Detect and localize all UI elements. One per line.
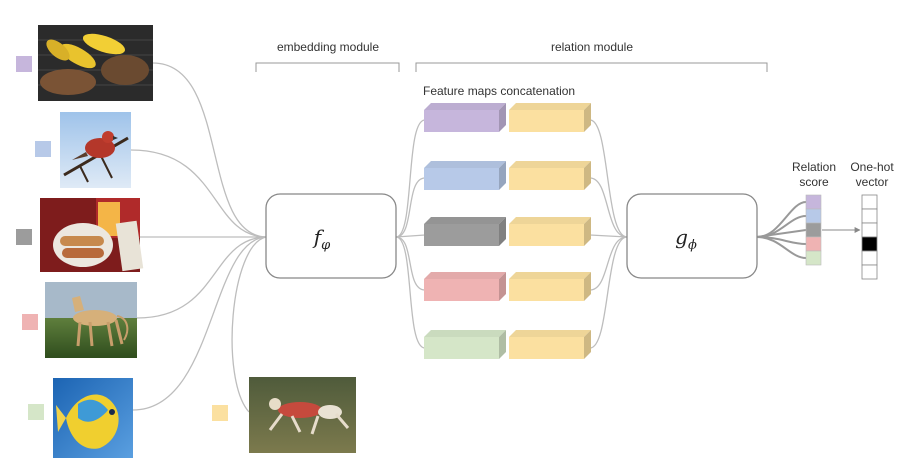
onehot-cell-4 [861, 236, 878, 252]
relation-module-label: relation module [550, 40, 634, 54]
swatch-1 [16, 56, 32, 72]
embedding-module-label: embedding module [276, 40, 380, 54]
relation-score-label-line1: Relation [791, 160, 837, 174]
relation-score-cell-3 [805, 222, 822, 238]
support-feature-block-1 [424, 103, 506, 132]
class-swatches [16, 56, 228, 421]
swatch-3 [16, 229, 32, 245]
swatch-5 [28, 404, 44, 420]
support-feature-block-2 [424, 161, 506, 190]
query-feature-block-3 [509, 217, 591, 246]
support-feature-block-5 [424, 330, 506, 359]
onehot-cell-6 [861, 264, 878, 280]
relation-function-box [626, 193, 758, 279]
relation-score-cell-2 [805, 208, 822, 224]
support-image-2 [60, 112, 131, 188]
f-subscript: φ [321, 238, 331, 253]
query-feature-block-1 [509, 103, 591, 132]
relation-score-cell-4 [805, 236, 822, 252]
support-image-1 [38, 25, 153, 101]
query-feature-block-2 [509, 161, 591, 190]
support-feature-block-4 [424, 272, 506, 301]
support-image-3 [40, 198, 144, 272]
relation-score-label-line2: score [799, 175, 829, 189]
swatch-4 [22, 314, 38, 330]
feature-maps-label: Feature maps concatenation [423, 84, 576, 98]
swatch-query [212, 405, 228, 421]
support-image-5 [53, 378, 133, 458]
onehot-label-line1: One-hot [850, 160, 894, 174]
query-feature-block-4 [509, 272, 591, 301]
onehot-cell-2 [861, 208, 878, 224]
feature-to-relation-connectors [589, 119, 628, 349]
relation-score-cell-5 [805, 250, 822, 266]
relation-score-cell-1 [805, 194, 822, 210]
onehot-cell-1 [861, 194, 878, 210]
onehot-label-line2: vector [855, 175, 889, 189]
swatch-2 [35, 141, 51, 157]
support-image-4 [45, 282, 137, 358]
relation-module-bracket [415, 62, 768, 72]
query-feature-block-5 [509, 330, 591, 359]
g-symbol: g [675, 225, 688, 249]
embedding-module-bracket [255, 62, 400, 72]
query-image [249, 377, 356, 453]
support-feature-block-3 [424, 217, 506, 246]
relation-score-column [805, 194, 822, 266]
onehot-cell-3 [861, 222, 878, 238]
onehot-vector-column [861, 194, 878, 280]
embedding-function-box [265, 193, 397, 279]
image-to-embedding-connectors [130, 62, 267, 413]
relation-to-score-connectors [756, 201, 807, 259]
g-subscript: ϕ [688, 238, 697, 253]
onehot-cell-5 [861, 250, 878, 266]
relation-function-label: gϕ [675, 225, 697, 253]
feature-map-pairs [424, 103, 591, 359]
embedding-to-feature-connectors [395, 119, 426, 349]
